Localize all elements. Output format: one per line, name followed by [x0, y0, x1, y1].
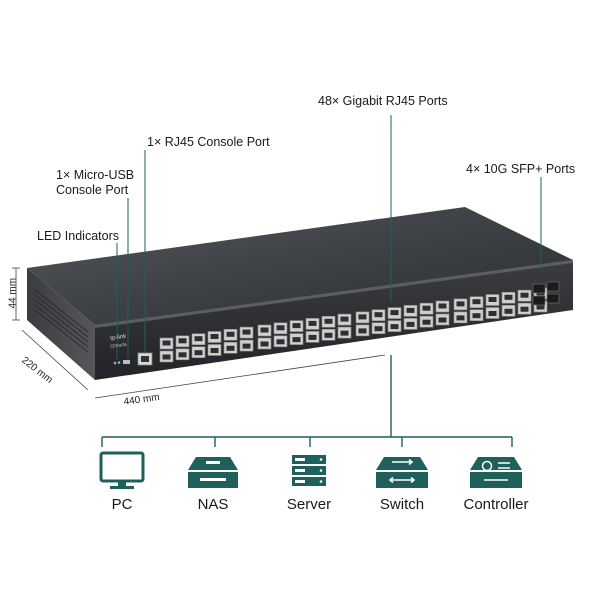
rj45-port-socket [308, 320, 317, 326]
sfp-slot [532, 295, 546, 306]
rj45-port-socket [422, 319, 431, 325]
rj45-port-socket [504, 308, 513, 314]
callout-rj45-ports: 48× Gigabit RJ45 Ports [318, 94, 448, 108]
rj45-port-socket [456, 315, 465, 321]
device-label-pc: PC [111, 496, 133, 513]
rj45-port-socket [422, 305, 431, 311]
rj45-port-socket [472, 299, 481, 305]
led-indicator [113, 361, 117, 365]
rj45-port-socket [438, 303, 447, 309]
rj45-port-socket [210, 334, 219, 339]
rj45-port-socket [226, 345, 235, 351]
rj45-port-socket [324, 332, 333, 338]
side-vents [34, 289, 89, 353]
rj45-port-socket [210, 348, 219, 353]
rj45-port-socket [390, 310, 399, 316]
connection-tree [101, 355, 513, 447]
rj45-port-socket [292, 337, 301, 343]
device-label-nas: NAS [197, 496, 229, 513]
chassis-top [27, 207, 573, 325]
micro-usb-port [123, 360, 130, 364]
sfp-slot [546, 293, 560, 304]
rj45-port-socket [226, 331, 235, 337]
rj45-port-socket [242, 343, 251, 349]
rj45-port-socket [358, 314, 367, 320]
rj45-port-socket [194, 350, 203, 356]
monitor-icon [99, 451, 145, 489]
rj45-port-socket [520, 306, 529, 312]
rj45-port-socket [324, 318, 333, 324]
rj45-port-socket [520, 292, 529, 298]
rj45-port-block [159, 287, 548, 363]
callout-console-port: 1× RJ45 Console Port [147, 135, 270, 149]
nas-icon [188, 457, 238, 488]
rj45-port-socket [358, 328, 367, 334]
device-label-controller: Controller [463, 496, 529, 513]
rj45-port-socket [406, 307, 415, 313]
server-icon [292, 455, 326, 486]
sfp-slots [532, 281, 560, 306]
rj45-port-socket [194, 336, 203, 342]
sfp-slot [546, 281, 560, 292]
dim-height: 44 mm [7, 277, 19, 309]
callout-micro-usb-line1: 1× Micro-USB [56, 168, 135, 182]
chassis-side [27, 268, 95, 380]
callout-sfp-ports: 4× 10G SFP+ Ports [466, 162, 576, 176]
rj45-port-socket [276, 325, 285, 331]
rj45-port-socket [390, 324, 399, 330]
sfp-slot [532, 283, 546, 294]
rj45-port-socket [178, 338, 187, 344]
rj45-port-socket [488, 311, 497, 316]
rj45-port-socket [374, 312, 383, 318]
rj45-port-socket [406, 321, 415, 327]
rj45-port-socket [472, 313, 481, 319]
rj45-port-socket [260, 341, 269, 347]
switch-icon [376, 457, 428, 488]
rj45-port-socket [260, 327, 269, 333]
rj45-port-socket [536, 304, 545, 310]
controller-icon [470, 457, 522, 488]
rj45-port-socket [162, 340, 171, 346]
rj45-port-socket [178, 352, 187, 358]
rj45-port-socket [438, 317, 447, 323]
device-label-server: Server [286, 496, 332, 513]
rj45-port-socket [374, 326, 383, 332]
rj45-port-socket [504, 294, 513, 300]
rj45-port-socket [276, 339, 285, 345]
device-label-switch: Switch [379, 496, 425, 513]
rj45-port-socket [242, 329, 251, 335]
rj45-port-socket [456, 301, 465, 307]
rj45-port-socket [340, 330, 349, 336]
callout-micro-usb: 1× Micro-USB Console Port [56, 168, 134, 198]
rj45-port-socket [488, 297, 497, 302]
rj45-port-socket [308, 334, 317, 340]
rj45-port-socket [340, 316, 349, 322]
callout-led-indicators: LED Indicators [37, 229, 119, 243]
rj45-port-socket [292, 323, 301, 329]
callout-micro-usb-line2: Console Port [56, 183, 129, 197]
rj45-port-socket [162, 354, 171, 360]
